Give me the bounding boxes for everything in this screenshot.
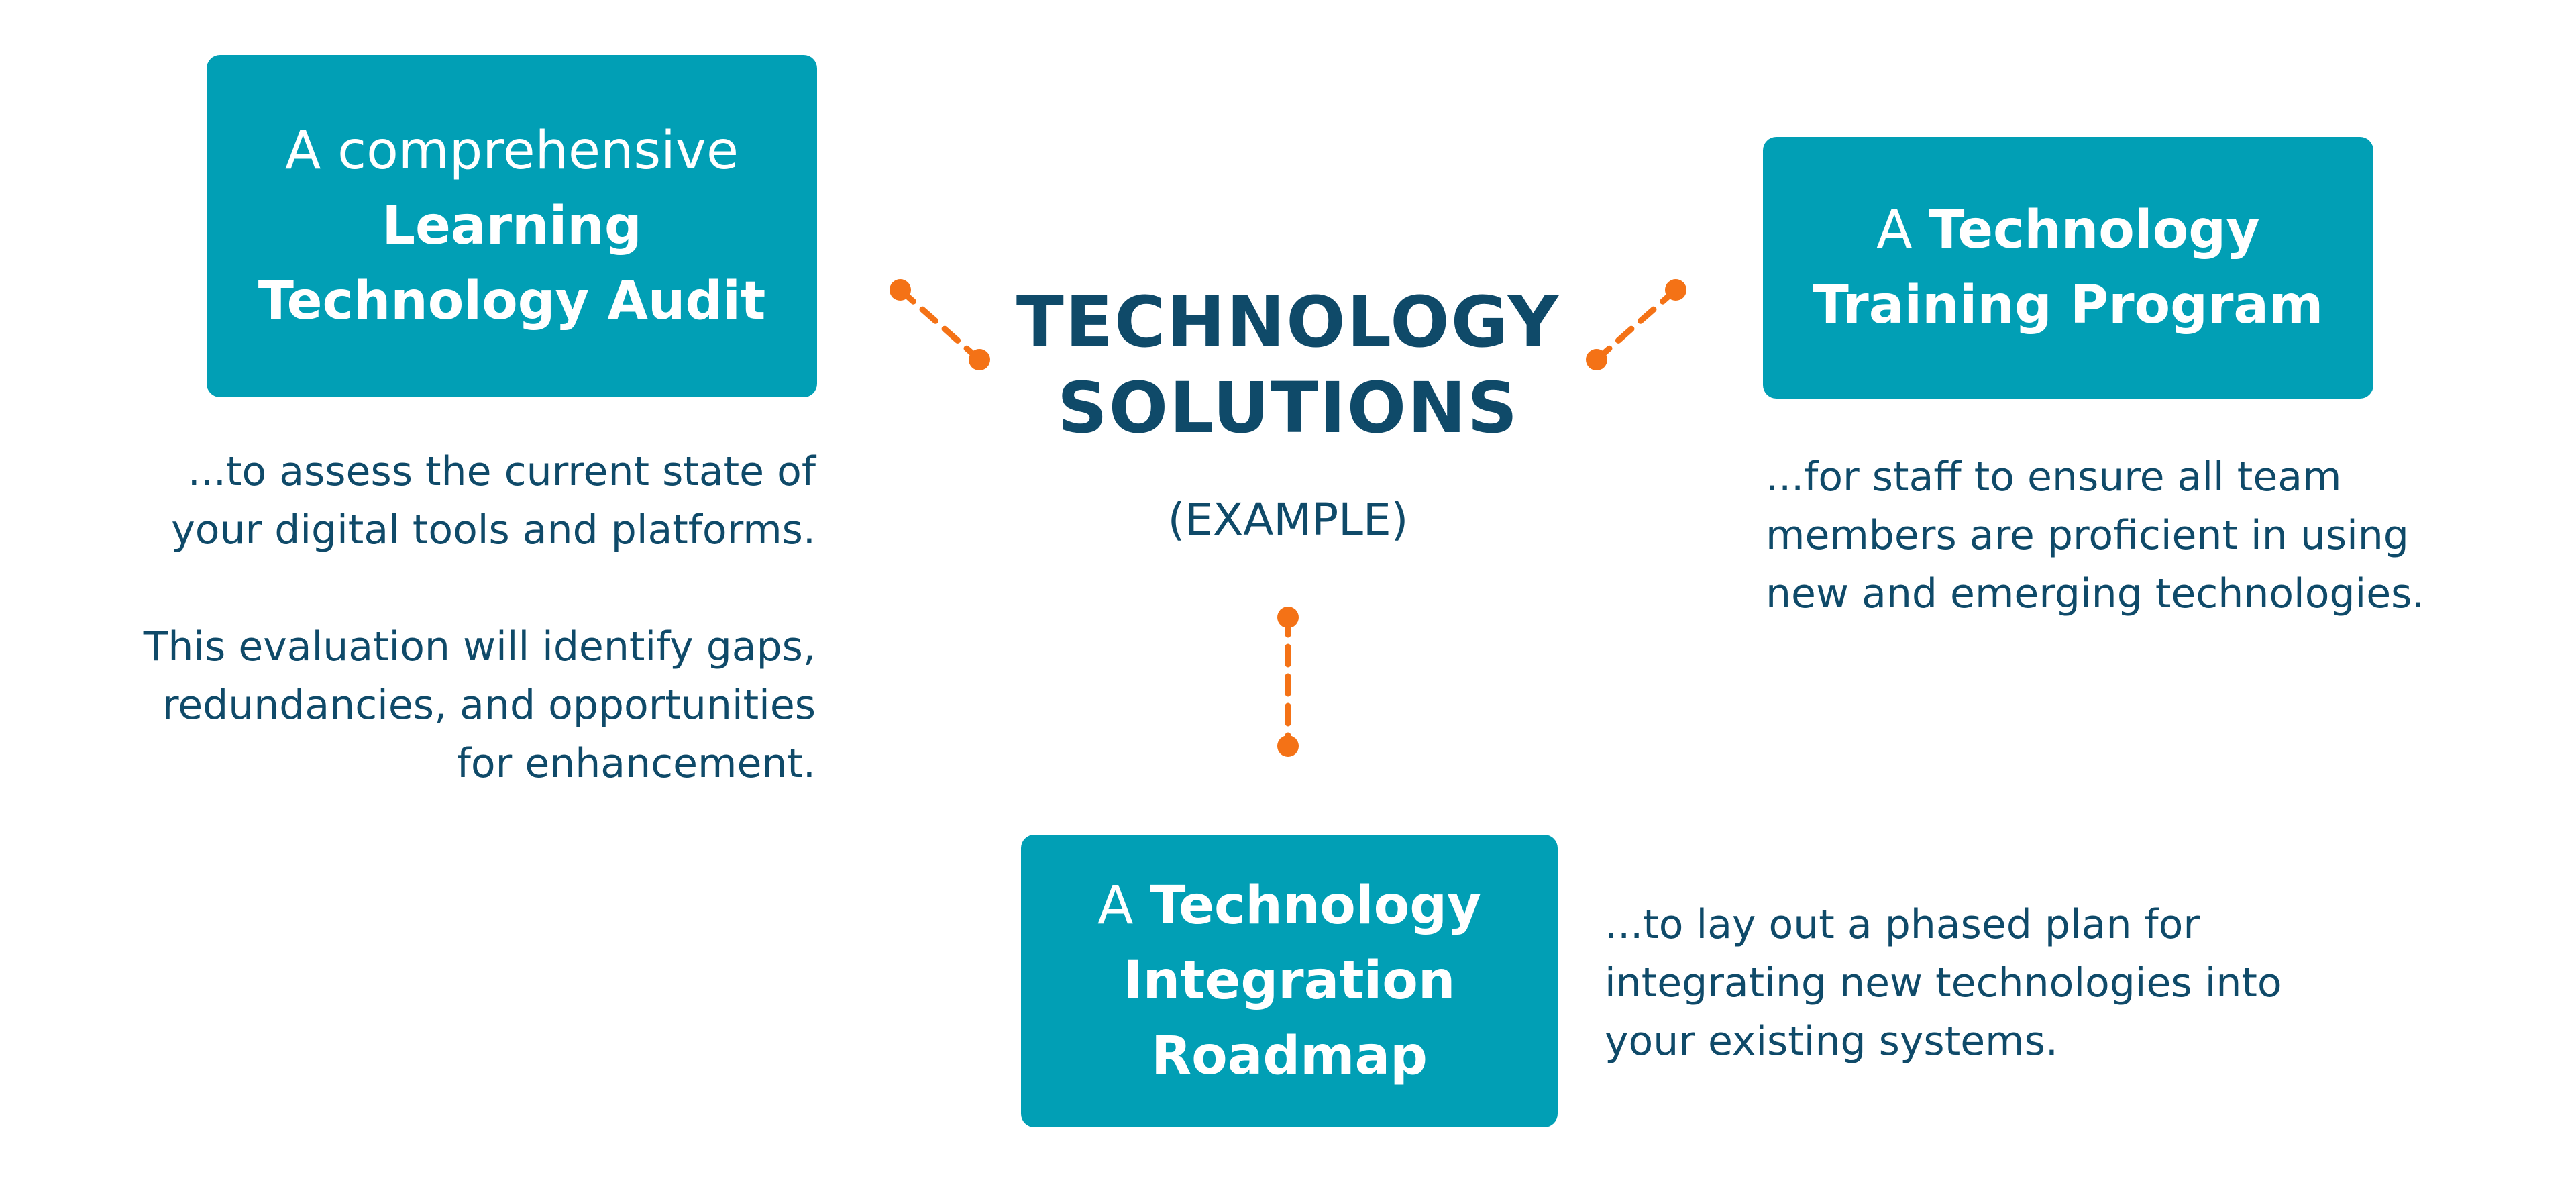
training-desc-line: ...for staff to ensure all team (1766, 454, 2342, 501)
center-title: TECHNOLOGY SOLUTIONS (953, 279, 1623, 451)
roadmap-description: ...to lay out a phased plan for integrat… (1605, 896, 2282, 1071)
training-card-line-1: A Technology (1876, 193, 2260, 268)
connector-bottom-dot-end (1277, 735, 1299, 757)
audit-desc-line: for enhancement. (456, 740, 816, 787)
training-desc-line: new and emerging technologies. (1766, 570, 2425, 617)
training-card-prefix: A (1876, 200, 1929, 260)
audit-desc-line: This evaluation will identify gaps, (143, 623, 816, 670)
training-card-line-2: Training Program (1813, 275, 2324, 335)
audit-desc-line: redundancies, and opportunities (162, 682, 816, 729)
connector-bottom-dot-start (1277, 607, 1299, 628)
training-card-bold: Technology (1929, 200, 2260, 260)
audit-card-line-2: Learning (382, 196, 642, 256)
audit-card-line-1: A comprehensive (285, 121, 739, 181)
training-desc-line: members are proficient in using (1766, 512, 2409, 559)
center-subtitle: (EXAMPLE) (1167, 494, 1409, 545)
center-title-line-1: TECHNOLOGY (1016, 281, 1560, 363)
paragraph-gap (144, 560, 816, 618)
roadmap-card: A Technology Integration Roadmap (1021, 835, 1558, 1127)
audit-description: ...to assess the current state of your d… (144, 443, 816, 793)
training-description: ...for staff to ensure all team members … (1766, 448, 2424, 623)
roadmap-desc-line: your existing systems. (1605, 1018, 2058, 1065)
roadmap-card-line-3: Roadmap (1151, 1026, 1428, 1086)
connector-left-dot-start (890, 279, 911, 301)
connector-right-dot-start (1665, 279, 1686, 301)
roadmap-card-line-1: A Technology (1097, 868, 1481, 943)
center-title-line-2: SOLUTIONS (1057, 367, 1519, 449)
audit-desc-line: your digital tools and platforms. (171, 507, 816, 554)
audit-card-line-3: Technology Audit (258, 271, 766, 331)
roadmap-desc-line: integrating new technologies into (1605, 959, 2282, 1006)
roadmap-desc-line: ...to lay out a phased plan for (1605, 901, 2200, 948)
roadmap-card-bold: Technology (1150, 876, 1481, 936)
connector-bottom (1277, 607, 1299, 757)
audit-desc-line: ...to assess the current state of (187, 448, 816, 495)
roadmap-card-line-2: Integration (1123, 951, 1456, 1011)
training-card: A Technology Training Program (1763, 137, 2373, 399)
audit-card: A comprehensive Learning Technology Audi… (207, 55, 817, 397)
roadmap-card-prefix: A (1097, 876, 1150, 936)
